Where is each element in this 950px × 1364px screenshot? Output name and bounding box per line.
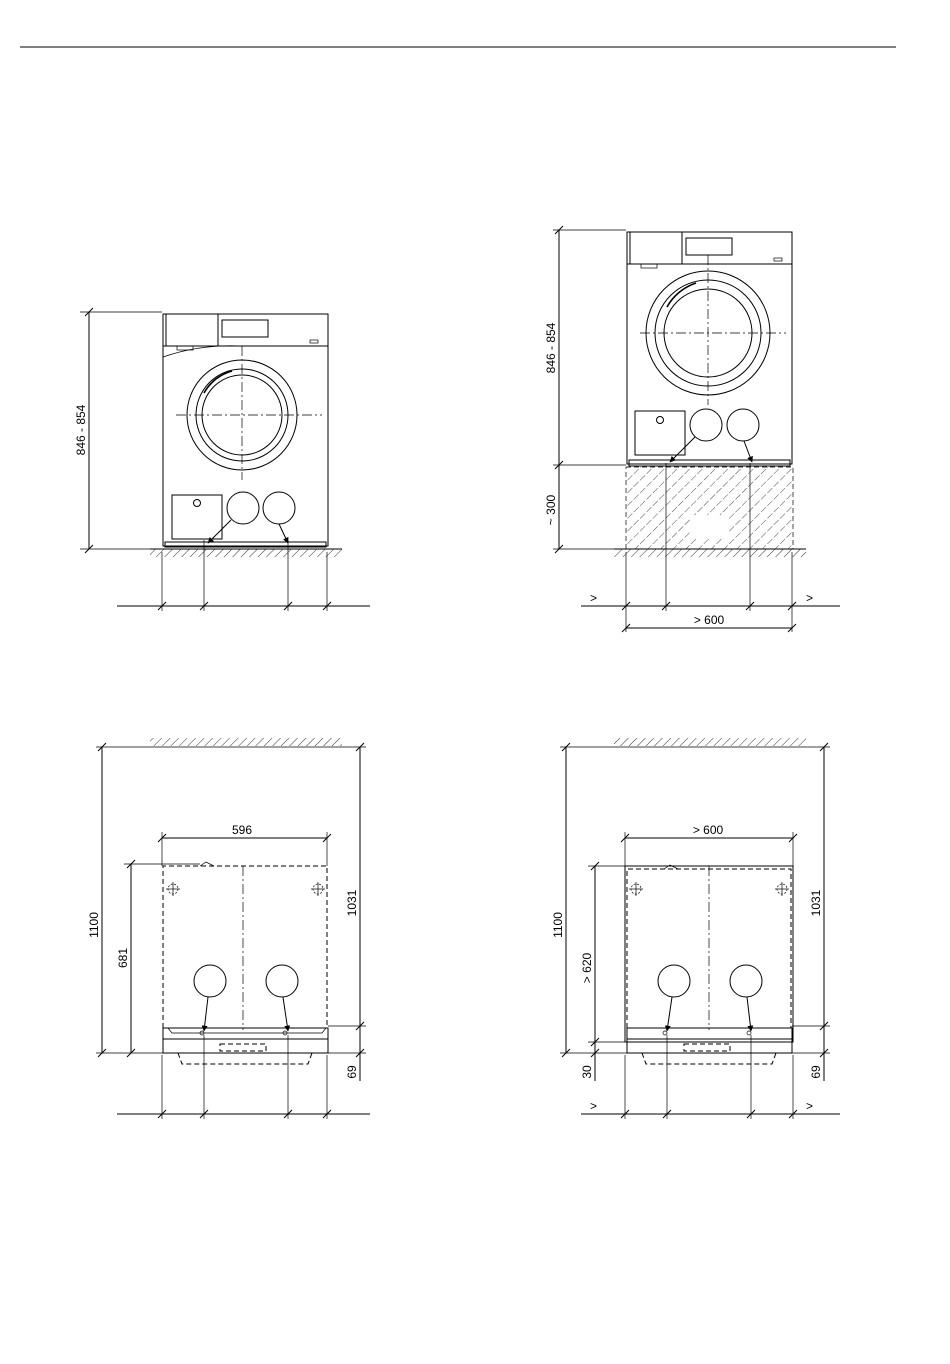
foot-marker-right (311, 882, 325, 896)
right-gap-label: > (806, 1099, 813, 1113)
floor-hatch (150, 549, 342, 557)
wall-hatch (614, 738, 806, 746)
front-view-plinth: 846 - 854 ~ 300 > > > 600 (544, 226, 840, 632)
callout-circle-2 (263, 492, 295, 524)
left-gap-label: > (590, 591, 597, 605)
detergent-drawer (630, 232, 682, 264)
callout-circle-1 (227, 492, 259, 524)
plinth-label-box (690, 515, 728, 539)
top-view-floor: 596 1100 681 1031 69 (87, 738, 370, 1119)
right-depth-label: 1031 (345, 889, 359, 916)
foot-marker-right (775, 882, 789, 896)
callout-circle-1 (690, 409, 722, 441)
wall-hatch (150, 738, 342, 746)
callout-circle-2 (730, 965, 762, 997)
left-offset-label: 30 (580, 1065, 594, 1079)
callout-circle-2 (727, 409, 759, 441)
foot-marker-left (629, 882, 643, 896)
floor-hatch (614, 549, 806, 557)
total-depth-label: 1100 (551, 912, 565, 938)
left-gap-label: > (590, 1099, 597, 1113)
display-panel (222, 320, 268, 337)
front-view-floor: 846 - 854 (74, 308, 370, 611)
right-gap-label: > (806, 591, 813, 605)
width-label: > 600 (694, 613, 725, 627)
right-depth-label: 1031 (809, 889, 823, 916)
washing-machine-top (627, 865, 792, 1064)
foot-marker-left (166, 882, 180, 896)
depth-label: 681 (116, 948, 130, 968)
washing-machine-top (163, 862, 328, 1064)
total-depth-label: 1100 (87, 912, 101, 938)
detergent-drawer (166, 314, 218, 346)
bottom-offset-label: 69 (809, 1065, 823, 1079)
service-flap (635, 411, 685, 455)
callout-circle-1 (194, 965, 226, 997)
width-label: > 600 (693, 823, 724, 837)
height-label: 846 - 854 (544, 322, 558, 373)
depth-label: > 620 (580, 952, 594, 983)
bottom-offset-label: 69 (345, 1065, 359, 1079)
service-flap (172, 495, 222, 539)
callout-circle-2 (266, 965, 298, 997)
callout-circle-1 (658, 965, 690, 997)
display-panel (686, 238, 732, 255)
washing-machine-front (163, 314, 328, 547)
washing-machine-front (627, 232, 792, 466)
width-label: 596 (232, 823, 252, 837)
top-view-plinth: > 600 1100 > 620 30 1031 69 > > (551, 738, 840, 1119)
height-label: 846 - 854 (74, 404, 88, 455)
plinth-height-label: ~ 300 (544, 494, 558, 525)
